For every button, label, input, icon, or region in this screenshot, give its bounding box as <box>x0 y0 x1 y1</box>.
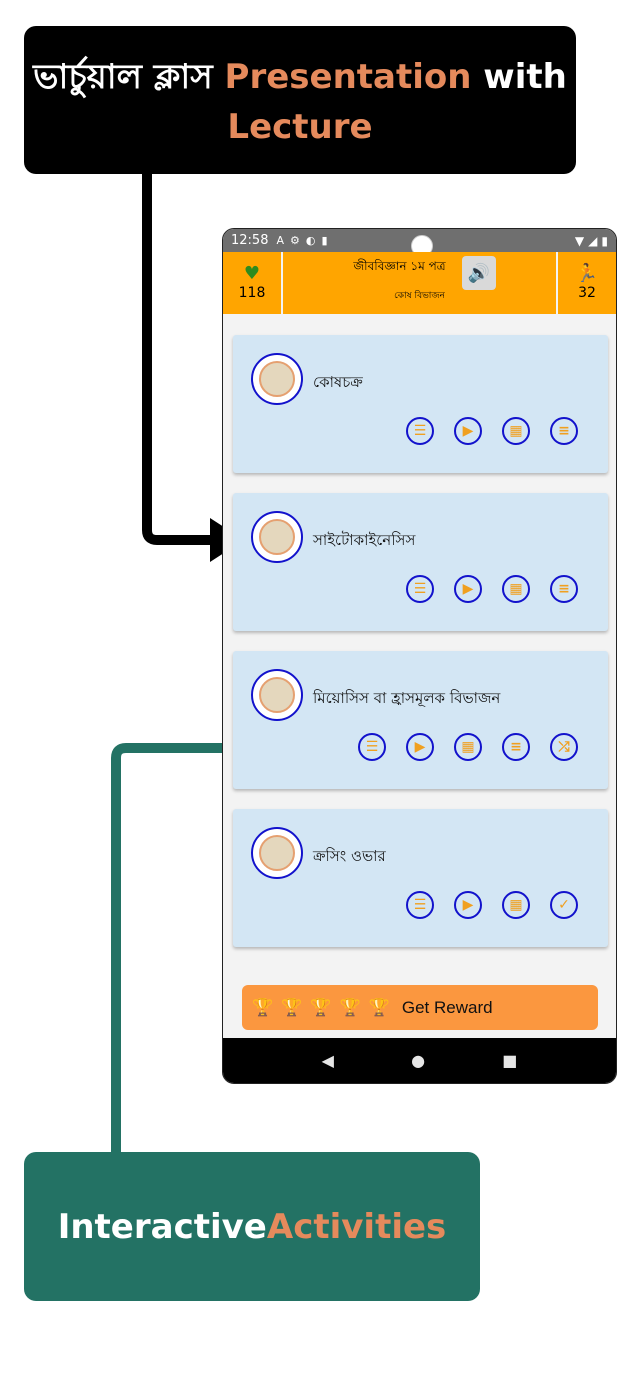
lesson-avatar <box>251 669 303 721</box>
subject-header: জীববিজ্ঞান ১ম পত্র কোষ বিভাজন 🔊 <box>283 252 556 314</box>
presentation-callout: ভার্চুয়াল ক্লাস Presentation with Lectu… <box>24 26 576 174</box>
home-icon[interactable]: ● <box>411 1051 426 1070</box>
back-icon[interactable]: ◀ <box>321 1051 334 1070</box>
notes-icon[interactable]: ≡ <box>550 575 578 603</box>
chapter-subtitle: কোষ বিভাজন <box>394 290 445 301</box>
callout-bottom-accent: Activities <box>266 1206 447 1247</box>
runner-icon: 🏃 <box>575 263 599 284</box>
subject-title: জীববিজ্ঞান ১ম পত্র <box>353 258 446 273</box>
trophy-icon: 🏆 <box>252 997 274 1018</box>
get-reward-label: Get Reward <box>401 997 493 1017</box>
speaker-button[interactable]: 🔊 <box>462 256 496 290</box>
lesson-card[interactable]: মিয়োসিস বা হ্রাসমূলক বিভাজন ☰ ▶ ▦ ≡ ⤮ <box>233 651 608 789</box>
speaker-icon: 🔊 <box>467 262 491 284</box>
lesson-avatar <box>251 353 303 405</box>
trophy-icon: 🏆 <box>310 997 332 1018</box>
grid-icon[interactable]: ▦ <box>454 733 482 761</box>
signal-icon: ◢ <box>588 233 598 248</box>
lesson-avatar <box>251 511 303 563</box>
lecture-icon[interactable]: ▶ <box>454 891 482 919</box>
quiz-icon[interactable]: ☰ <box>358 733 386 761</box>
nav-bar: ◀ ● ■ <box>223 1038 616 1083</box>
trophy-icon: 🏆 <box>368 997 390 1018</box>
lesson-title: কোষচক্র <box>313 373 363 391</box>
quiz-icon[interactable]: ☰ <box>406 891 434 919</box>
lesson-title: সাইটোকাইনেসিস <box>313 531 416 549</box>
hearts-count: 118 <box>238 285 266 301</box>
steps-count: 32 <box>578 285 596 301</box>
lesson-title: মিয়োসিস বা হ্রাসমূলক বিভাজন <box>313 689 501 707</box>
quiz-icon[interactable]: ☰ <box>406 417 434 445</box>
heart-icon: ♥ <box>243 263 261 284</box>
hearts-counter[interactable]: ♥ 118 <box>223 252 281 314</box>
lesson-card[interactable]: ক্রসিং ওভার ☰ ▶ ▦ ✓ <box>233 809 608 947</box>
callout-top-accent-2: Lecture <box>227 107 373 147</box>
grid-icon[interactable]: ▦ <box>502 891 530 919</box>
settings-icon: ⚙ <box>290 234 300 247</box>
steps-counter[interactable]: 🏃 32 <box>558 252 616 314</box>
lesson-card[interactable]: সাইটোকাইনেসিস ☰ ▶ ▦ ≡ <box>233 493 608 631</box>
quiz-icon[interactable]: ☰ <box>406 575 434 603</box>
callout-top-with: with <box>471 57 567 97</box>
trophy-icon: 🏆 <box>281 997 303 1018</box>
check-icon[interactable]: ✓ <box>550 891 578 919</box>
activities-callout: Interactive Activities <box>24 1152 480 1301</box>
lesson-card[interactable]: কোষচক্র ☰ ▶ ▦ ≡ <box>233 335 608 473</box>
callout-bottom-text: Interactive <box>57 1206 267 1247</box>
notification-a-icon: A <box>276 234 284 247</box>
shuffle-icon[interactable]: ⤮ <box>550 733 578 761</box>
status-time: 12:58 <box>231 233 269 248</box>
status-bar: 12:58 A ⚙ ◐ ▮ ▼ ◢ ▮ <box>223 229 616 257</box>
sd-card-icon: ▮ <box>321 234 328 247</box>
get-reward-button[interactable]: 🏆 🏆 🏆 🏆 🏆 Get Reward <box>242 985 598 1030</box>
lesson-avatar <box>251 827 303 879</box>
notes-icon[interactable]: ≡ <box>550 417 578 445</box>
notes-icon[interactable]: ≡ <box>502 733 530 761</box>
lesson-title: ক্রসিং ওভার <box>313 847 386 865</box>
callout-top-text: ভার্চুয়াল ক্লাস <box>33 57 225 97</box>
phone-screen: 12:58 A ⚙ ◐ ▮ ▼ ◢ ▮ ♥ 118 জীববিজ্ঞান ১ম … <box>222 228 617 1084</box>
lecture-icon[interactable]: ▶ <box>454 575 482 603</box>
grid-icon[interactable]: ▦ <box>502 575 530 603</box>
grid-icon[interactable]: ▦ <box>502 417 530 445</box>
app-bar: ♥ 118 জীববিজ্ঞান ১ম পত্র কোষ বিভাজন 🔊 🏃 … <box>223 252 616 314</box>
app-notification-icon: ◐ <box>305 234 316 247</box>
battery-icon: ▮ <box>601 233 608 248</box>
trophy-icon: 🏆 <box>339 997 361 1018</box>
callout-top-accent: Presentation <box>224 57 472 97</box>
wifi-icon: ▼ <box>574 233 585 248</box>
lecture-icon[interactable]: ▶ <box>406 733 434 761</box>
lecture-icon[interactable]: ▶ <box>454 417 482 445</box>
recents-icon[interactable]: ■ <box>502 1051 518 1070</box>
